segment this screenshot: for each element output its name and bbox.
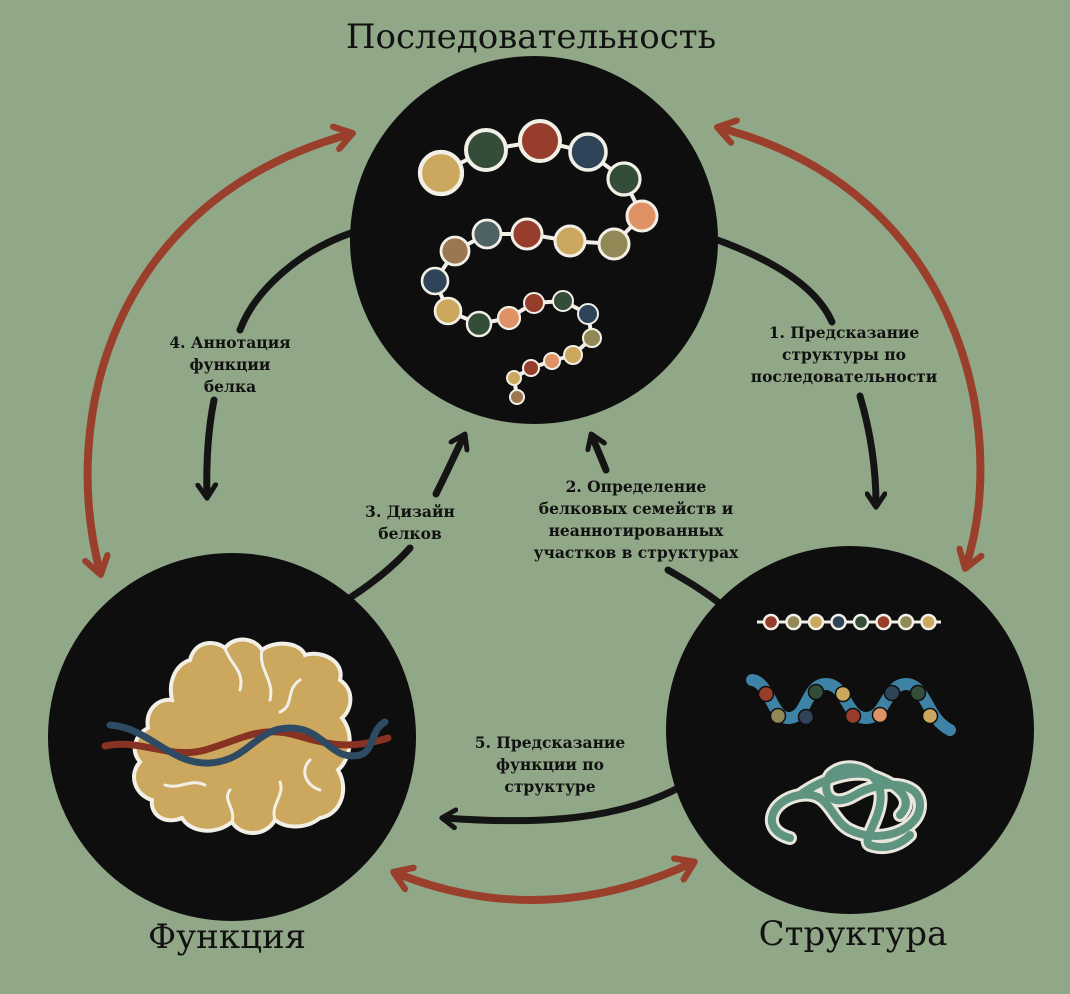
helix-bead xyxy=(921,707,939,725)
sequence-structure-bidirectional-arrow xyxy=(720,128,980,566)
step-2-line: участков в структурах xyxy=(533,543,739,562)
function-structure-bidirectional-arrow xyxy=(396,863,692,904)
sequence-bead xyxy=(433,296,463,326)
sequence-bead xyxy=(543,352,561,370)
tertiary-fold-icon xyxy=(764,760,927,855)
step-1-arrow-lower xyxy=(856,392,876,505)
function-node-title: Функция xyxy=(148,917,306,957)
sequence-node-title: Последовательность xyxy=(346,17,716,57)
linear-chain-bead xyxy=(920,613,937,631)
step-4-label: 4. Аннотация функции белка xyxy=(140,332,320,398)
step-2-arrow-lower xyxy=(664,566,726,609)
linear-chain-bead xyxy=(852,613,870,631)
dna-strand-a xyxy=(106,718,389,767)
step-5-line: функции по xyxy=(496,755,604,774)
sequence-bead xyxy=(522,359,540,377)
sequence-bead xyxy=(465,310,493,338)
linear-chain-icon xyxy=(757,613,941,631)
step-5-label: 5. Предсказание функции по структуре xyxy=(450,732,650,798)
step-2-line: белковых семейств и xyxy=(538,499,734,518)
sequence-bead xyxy=(563,345,583,365)
step-5-line: 5. Предсказание xyxy=(474,733,626,752)
step-3-arrow-upper xyxy=(432,436,464,498)
sequence-bead xyxy=(606,161,642,197)
sequence-bead xyxy=(523,292,545,314)
step-4-line: белка xyxy=(203,377,257,396)
helix-bead xyxy=(909,684,927,702)
sequence-bead xyxy=(439,235,471,267)
sequence-bead xyxy=(510,217,544,251)
sequence-bead xyxy=(597,227,631,261)
helix-bead xyxy=(757,685,775,703)
helix-bead xyxy=(883,684,901,702)
sequence-function-bidirectional-arrow xyxy=(88,134,350,572)
sequence-bead xyxy=(464,128,508,172)
sequence-bead xyxy=(625,199,659,233)
linear-chain-bead xyxy=(785,613,802,631)
sequence-bead xyxy=(552,290,574,312)
sequence-bead xyxy=(568,132,608,172)
folded-protein-structure-icon xyxy=(746,613,956,855)
step-5-arrow xyxy=(444,782,686,821)
step-3-label: 3. Дизайн белков xyxy=(350,501,470,545)
structure-node-title: Структура xyxy=(759,914,948,954)
sequence-bead xyxy=(582,328,602,348)
step-2-line: 2. Определение xyxy=(565,477,707,496)
structure-node-circle xyxy=(666,546,1034,914)
step-4-arrow-upper xyxy=(236,228,358,334)
step-1-label: 1. Предсказание структуры по последовате… xyxy=(724,322,964,388)
sequence-bead xyxy=(420,266,450,296)
step-5-line: структуре xyxy=(504,777,596,796)
alpha-helix-icon xyxy=(746,674,956,736)
sequence-bead xyxy=(471,218,503,250)
helix-bead xyxy=(871,706,889,724)
helix-bead xyxy=(834,685,852,703)
dna-strand-b xyxy=(101,728,392,757)
linear-chain-bead xyxy=(762,613,780,631)
sequence-bead xyxy=(509,389,525,405)
sequence-bead xyxy=(553,224,587,258)
step-1-line: последовательности xyxy=(750,367,938,386)
step-1-line: 1. Предсказание xyxy=(768,323,920,342)
step-2-arrow-upper xyxy=(592,436,610,474)
helix-bead xyxy=(807,683,825,701)
sequence-bead xyxy=(506,370,522,386)
step-4-arrow-lower xyxy=(207,396,214,496)
step-1-line: структуры по xyxy=(782,345,906,364)
step-3-line: белков xyxy=(378,524,442,543)
helix-bead xyxy=(844,707,862,725)
step-1-arrow-upper xyxy=(708,234,836,326)
step-3-arrow-lower xyxy=(336,544,414,608)
step-4-line: 4. Аннотация xyxy=(169,333,291,352)
step-3-line: 3. Дизайн xyxy=(365,502,455,521)
linear-chain-bead xyxy=(830,613,847,631)
protein-dna-complex-icon xyxy=(101,637,392,835)
sequence-bead xyxy=(518,119,562,163)
bead-chain-sequence-icon xyxy=(417,119,659,405)
step-2-label: 2. Определение белковых семейств и неанн… xyxy=(508,476,764,564)
linear-chain-bead xyxy=(807,613,825,631)
linear-chain-bead xyxy=(875,613,892,631)
step-4-line: функции xyxy=(189,355,271,374)
sequence-bead xyxy=(417,149,465,197)
sequence-bead xyxy=(577,303,599,325)
helix-bead xyxy=(797,708,815,726)
step-2-line: неаннотированных xyxy=(548,521,724,540)
linear-chain-bead xyxy=(897,613,915,631)
sequence-bead xyxy=(496,305,522,331)
helix-bead xyxy=(769,707,787,725)
